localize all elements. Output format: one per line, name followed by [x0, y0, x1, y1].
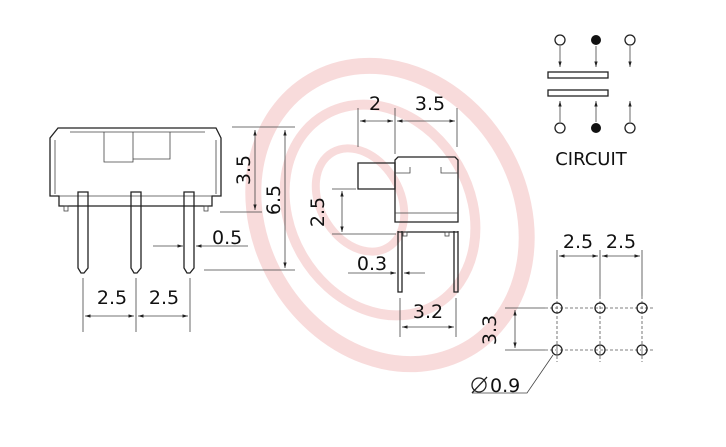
- dim-total-height: 6.5: [263, 185, 285, 215]
- dim-pitch-right: 2.5: [149, 287, 179, 309]
- dim-pin-thickness: 0.3: [357, 253, 387, 275]
- side-view: 2 3.5 2.5 0.3 3.2: [307, 93, 459, 337]
- front-view: 3.5 6.5 0.5 2.5 2.5: [49, 126, 295, 332]
- dim-slider-length: 2: [369, 93, 381, 115]
- dim-pin-span: 3.2: [413, 301, 443, 323]
- dim-body-depth: 3.5: [415, 93, 445, 115]
- dim-pitch-y: 3.3: [479, 315, 501, 345]
- watermark-logo: [245, 57, 535, 373]
- dim-pitch-x2: 2.5: [606, 231, 636, 253]
- dim-body-height: 3.5: [233, 155, 255, 185]
- dim-pin-width: 0.5: [212, 227, 242, 249]
- dim-pitch-x1: 2.5: [563, 231, 593, 253]
- circuit-diagram: CIRCUIT: [547, 34, 636, 170]
- front-pins: [63, 191, 209, 274]
- pcb-layout: 2.5 2.5 3.3 0.9: [471, 231, 655, 397]
- dim-slider-height: 2.5: [307, 197, 329, 227]
- dim-hole-diameter: 0.9: [490, 375, 520, 397]
- diameter-icon: [471, 376, 488, 394]
- pcb-holes: [551, 302, 648, 356]
- dim-pitch-left: 2.5: [97, 287, 127, 309]
- circuit-label: CIRCUIT: [555, 149, 628, 170]
